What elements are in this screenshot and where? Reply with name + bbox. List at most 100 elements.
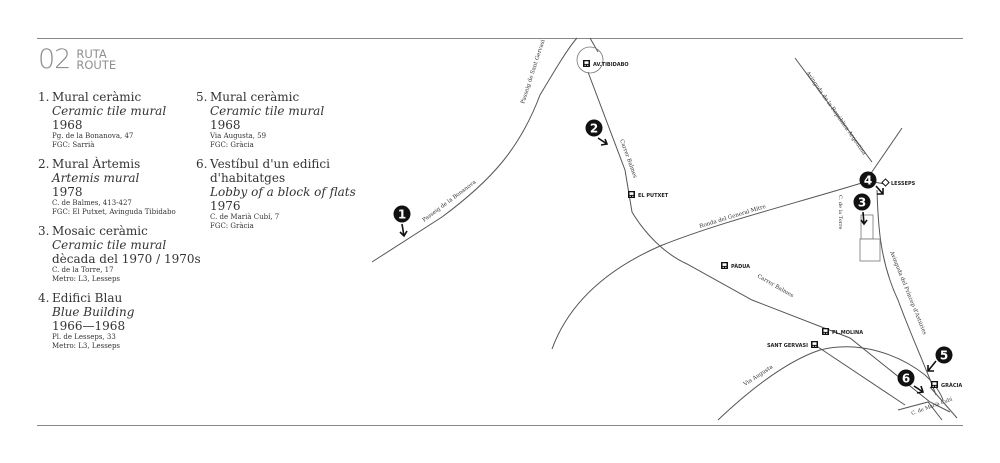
road-principe-asturies xyxy=(876,189,937,396)
marker-2: 2 xyxy=(585,119,609,146)
road-sant-gervasi-top xyxy=(589,37,599,53)
station-pl-molina: PL.MOLINA xyxy=(822,328,863,336)
metro-train-icon xyxy=(822,328,829,335)
stations: AV.TIBIDABO EL PUTXET PÀDUA PL.MOLINA SA… xyxy=(583,60,962,389)
road-gracia-spur xyxy=(929,386,958,419)
svg-text:PÀDUA: PÀDUA xyxy=(731,263,750,270)
label-via-augusta: Via Augusta xyxy=(742,364,775,388)
route-label-en: ROUTE xyxy=(76,57,117,72)
bottom-rule xyxy=(37,425,963,426)
svg-text:PL.MOLINA: PL.MOLINA xyxy=(832,330,863,336)
label-passeig-bonanova: Passeig de la Bonanova xyxy=(422,179,478,224)
marker-3: 3 xyxy=(853,193,871,226)
stop-transport: Metro: L3, Lesseps xyxy=(52,275,121,283)
station-lesseps: LESSEPS xyxy=(881,178,916,187)
block-b xyxy=(859,238,881,262)
streets xyxy=(371,37,958,421)
route-markers: 1 2 3 4 5 6 xyxy=(393,119,953,394)
top-rule xyxy=(37,38,963,39)
stop-title-line: Edifici Blau xyxy=(52,291,123,305)
station-padua: PÀDUA xyxy=(721,262,750,270)
marker-4-number: 4 xyxy=(864,174,872,188)
stop-address: Pg. de la Bonanova, 47 xyxy=(52,132,134,140)
marker-6: 6 xyxy=(897,369,925,394)
marker-5: 5 xyxy=(927,346,953,372)
marker-2-number: 2 xyxy=(590,122,598,136)
svg-text:EL PUTXET: EL PUTXET xyxy=(638,193,669,199)
stop-title-line: Mural ceràmic xyxy=(52,90,142,104)
direction-arrow-icon xyxy=(860,211,868,226)
metro-station-diamond-icon xyxy=(881,178,890,187)
street-labels: Passeig de Sant Gervasi Passeig de la Bo… xyxy=(422,39,954,417)
stop-title-line: 1968 xyxy=(210,118,241,132)
direction-arrow-icon xyxy=(927,360,937,372)
road-passeig-bonanova xyxy=(371,37,578,263)
marker-3-number: 3 xyxy=(858,196,866,210)
stop-number: 3. xyxy=(38,224,50,238)
stop-address: C. de la Torre, 17 xyxy=(52,266,114,274)
direction-arrow-icon xyxy=(597,137,609,146)
metro-train-icon xyxy=(931,381,938,388)
stop-title-en: Artemis mural xyxy=(52,171,140,185)
svg-text:LESSEPS: LESSEPS xyxy=(891,181,916,187)
road-balmes xyxy=(587,71,951,413)
metro-train-icon xyxy=(721,262,728,269)
metro-train-icon xyxy=(811,341,818,348)
road-maria-cubi xyxy=(897,401,943,421)
station-av-tibidabo: AV.TIBIDABO xyxy=(583,60,629,68)
stop-title-line: dècada del 1970 / 1970s xyxy=(52,252,201,266)
marker-4: 4 xyxy=(859,171,884,195)
road-sant-gervasi-branch xyxy=(814,344,906,406)
stop-address: C. de Marià Cubí, 7 xyxy=(210,213,280,221)
station-el-putxet: EL PUTXET xyxy=(628,191,669,199)
stop-transport: FGC: Gràcia xyxy=(210,141,254,149)
route-number: 02 xyxy=(38,44,71,75)
metro-train-icon xyxy=(628,191,635,198)
route-label-ca: RUTA xyxy=(76,46,107,61)
stop-transport: FGC: El Putxet, Avinguda Tibidabo xyxy=(52,208,176,216)
direction-arrow-icon xyxy=(913,385,925,394)
metro-train-icon xyxy=(583,60,590,67)
stop-title-en: Ceramic tile mural xyxy=(52,104,167,118)
svg-text:AV.TIBIDABO: AV.TIBIDABO xyxy=(593,62,629,68)
label-carrer-balmes-2: Carrer Balmes xyxy=(756,274,794,300)
stop-address: C. de Balmes, 413-427 xyxy=(52,199,132,207)
road-republica-argentina xyxy=(794,57,873,163)
stop-transport: Metro: L3, Lesseps xyxy=(52,342,121,350)
road-ronda-general-mitre xyxy=(551,127,903,350)
svg-text:SANT GERVASI: SANT GERVASI xyxy=(767,343,808,349)
marker-5-number: 5 xyxy=(940,349,948,363)
stop-transport: FGC: Gràcia xyxy=(210,222,254,230)
stop-number: 2. xyxy=(38,157,50,171)
marker-1-number: 1 xyxy=(398,208,406,222)
station-sant-gervasi: SANT GERVASI xyxy=(767,341,818,349)
stop-title-line: Vestíbul d'un edifici xyxy=(210,157,330,171)
stop-title-line: 1978 xyxy=(52,185,83,199)
stop-number: 4. xyxy=(38,291,50,305)
stop-title-en: Lobby of a block of flats xyxy=(210,185,356,199)
label-carrer-torre: C. de la Torre xyxy=(837,195,843,229)
stop-title-line: 1968 xyxy=(52,118,83,132)
stop-transport: FGC: Sarrià xyxy=(52,141,95,149)
label-principe-asturies: Avinguda del Príncep d'Astúries xyxy=(888,249,928,336)
stop-title-line: 1966—1968 xyxy=(52,319,126,333)
stop-number: 6. xyxy=(196,157,208,171)
stop-address: Pl. de Lesseps, 33 xyxy=(52,333,116,341)
stop-title-line: Mosaic ceràmic xyxy=(52,224,148,238)
label-republica-argentina: Avinguda de la República Argentina xyxy=(804,69,868,157)
stop-title-en: Ceramic tile mural xyxy=(210,104,325,118)
stop-title-en: Blue Building xyxy=(52,305,135,319)
stop-number: 1. xyxy=(38,90,50,104)
direction-arrow-icon xyxy=(875,185,884,195)
stop-title-en: Ceramic tile mural xyxy=(52,238,167,252)
stop-title-line: 1976 xyxy=(210,199,241,213)
marker-6-number: 6 xyxy=(902,372,910,386)
stop-address: Via Augusta, 59 xyxy=(210,132,267,140)
